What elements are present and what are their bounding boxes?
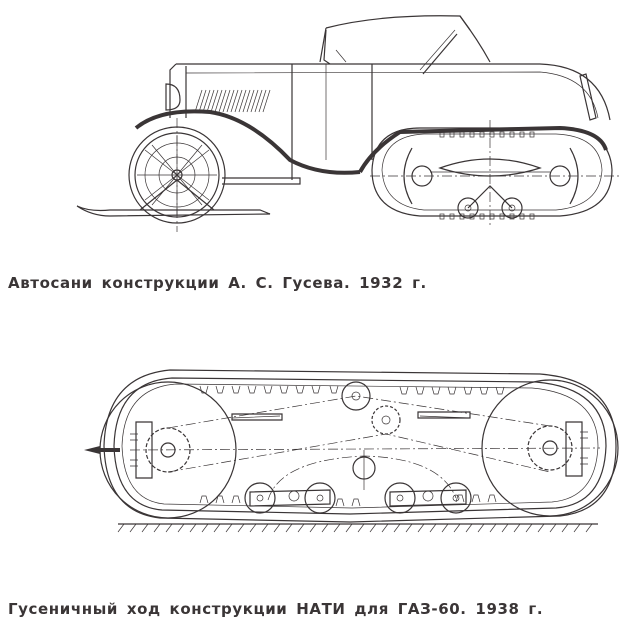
figure-2-caption: Гусеничный ход конструкции НАТИ для ГАЗ-…: [8, 600, 544, 618]
figure-2-drawing: [0, 360, 636, 540]
half-track-car-illustration: [76, 15, 620, 232]
crawler-track-illustration: [84, 369, 619, 533]
figure-1-drawing: [0, 0, 636, 235]
figure-1-caption: Автосани конструкции А. С. Гусева. 1932 …: [8, 274, 427, 292]
direction-arrow-icon: [84, 446, 120, 454]
